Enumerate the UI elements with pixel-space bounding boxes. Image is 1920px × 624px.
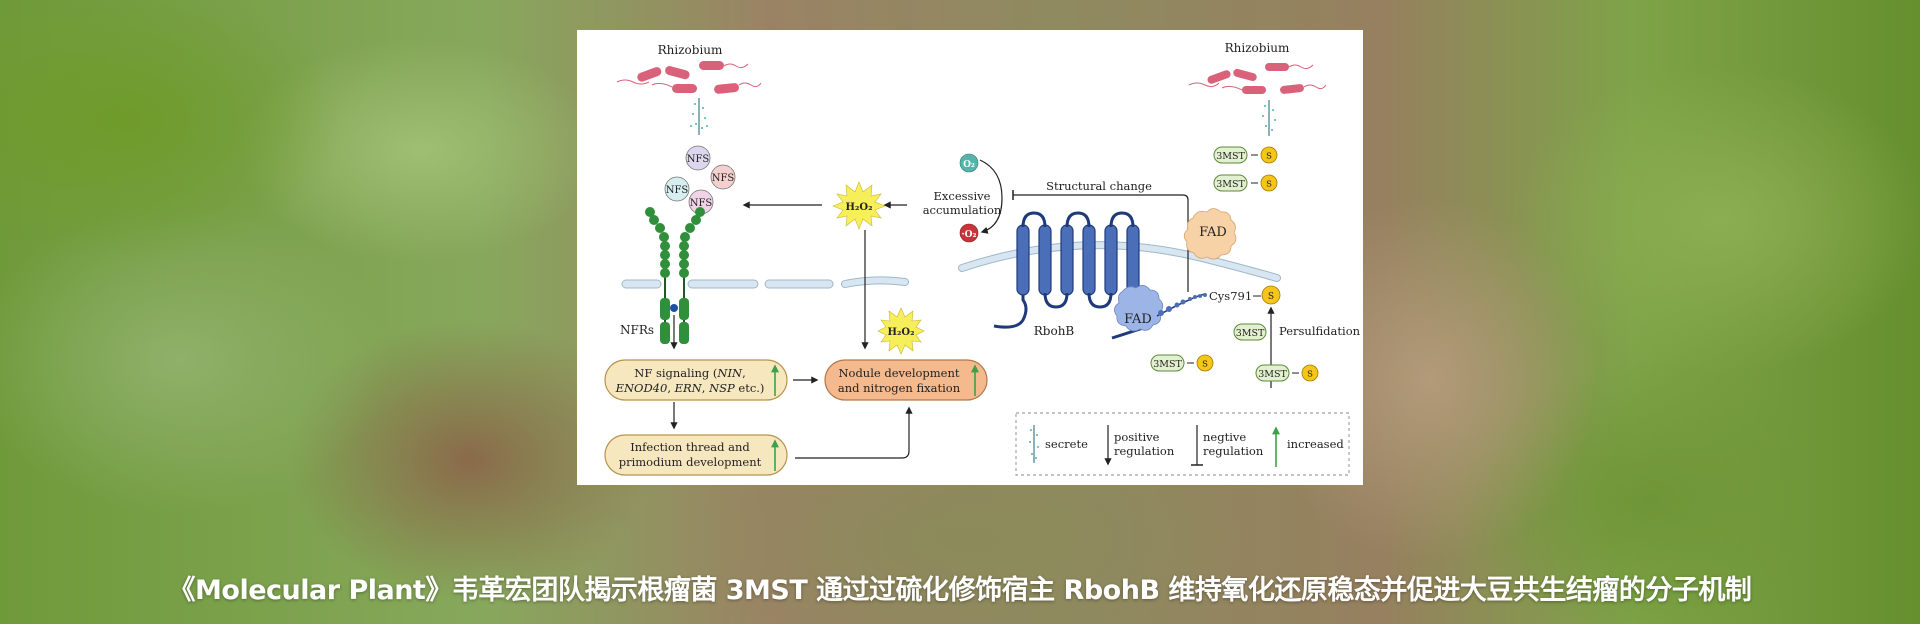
cell-membrane	[621, 241, 1281, 289]
fad-free: FAD	[1183, 208, 1237, 260]
svg-text:positive: positive	[1114, 430, 1160, 444]
rhizobium-label-left: Rhizobium	[658, 43, 723, 57]
svg-text:FAD: FAD	[1124, 312, 1152, 327]
cys791-label: Cys791	[1209, 289, 1252, 303]
mst-s-pair: 3MST S	[1213, 174, 1278, 192]
secrete-icon-right	[1262, 100, 1276, 136]
svg-text:ENOD40, ERN, NSP etc.): ENOD40, ERN, NSP etc.)	[615, 381, 765, 395]
svg-text:S: S	[1268, 292, 1274, 302]
svg-text:FAD: FAD	[1199, 225, 1227, 240]
nfs-molecules: NFS NFS NFS NFS	[664, 145, 736, 215]
infection-thread-box: Infection thread and primodium developme…	[604, 434, 788, 476]
mst-free: 3MST	[1233, 323, 1267, 341]
legend-secrete-icon	[1029, 425, 1039, 463]
svg-text:S: S	[1307, 370, 1313, 380]
svg-text:3MST: 3MST	[1236, 328, 1265, 339]
legend-secrete: secrete	[1045, 437, 1088, 451]
nf-signaling-box: NF signaling (NIN, ENOD40, ERN, NSP etc.…	[604, 359, 788, 401]
fad-bound: FAD	[1114, 285, 1164, 332]
svg-text:and nitrogen fixation: and nitrogen fixation	[838, 381, 961, 395]
nfs-label: NFS	[690, 198, 713, 209]
superoxide-molecule: ·O₂	[959, 223, 979, 243]
svg-text:accumulation: accumulation	[923, 203, 1002, 217]
h2o2-burst-lower: H₂O₂	[877, 307, 925, 355]
rbohb-label: RbohB	[1034, 324, 1075, 338]
svg-text:H₂O₂: H₂O₂	[888, 327, 915, 338]
svg-text:regulation: regulation	[1114, 444, 1175, 458]
svg-text:S: S	[1202, 360, 1208, 370]
o2-molecule: O₂	[959, 153, 979, 173]
rbohb-protein	[993, 211, 1153, 340]
mst-s-pair: 3MST S	[1255, 364, 1319, 382]
svg-text:S: S	[1266, 180, 1272, 190]
nfs-label: NFS	[666, 185, 689, 196]
svg-text:Nodule development: Nodule development	[838, 366, 959, 380]
article-title-caption: 《Molecular Plant》韦革宏团队揭示根瘤菌 3MST 通过过硫化修饰…	[168, 575, 1752, 606]
nodule-development-box: Nodule development and nitrogen fixation	[824, 359, 988, 401]
structural-change-label: Structural change	[1046, 179, 1152, 193]
mst-s-pair: 3MST S	[1213, 146, 1278, 164]
rhizobium-label-right: Rhizobium	[1225, 41, 1290, 55]
svg-text:S: S	[1266, 152, 1272, 162]
arrow-o2-to-superoxide	[979, 159, 1003, 234]
arrow-infection-to-nodule	[795, 406, 913, 459]
svg-text:primodium development: primodium development	[619, 455, 762, 469]
svg-text:negtive: negtive	[1203, 430, 1246, 444]
svg-text:3MST: 3MST	[1216, 151, 1245, 162]
nfr-receptors	[645, 207, 705, 344]
svg-text:regulation: regulation	[1203, 444, 1264, 458]
svg-text:H₂O₂: H₂O₂	[846, 202, 873, 213]
diagram-panel: Rhizobium NFS NFS NFS NFS	[577, 30, 1363, 485]
rhizobium-bacteria-left	[616, 61, 762, 94]
svg-text:NF signaling (NIN,: NF signaling (NIN,	[634, 366, 746, 380]
nfs-label: NFS	[712, 173, 735, 184]
nfs-label: NFS	[687, 154, 710, 165]
svg-text:3MST: 3MST	[1153, 359, 1182, 370]
svg-text:O₂: O₂	[963, 160, 975, 170]
svg-text:3MST: 3MST	[1258, 369, 1287, 380]
inhibition-structural-change	[1013, 194, 1189, 292]
svg-text:Excessive: Excessive	[934, 189, 991, 203]
legend: secrete positive regulation negtive regu…	[1015, 412, 1350, 476]
rhizobium-bacteria-right	[1188, 63, 1327, 94]
cys-chain	[1156, 293, 1207, 317]
mechanism-diagram: Rhizobium NFS NFS NFS NFS	[604, 41, 1361, 476]
nfrs-label: NFRs	[620, 323, 654, 337]
svg-text:Infection thread and: Infection thread and	[630, 440, 750, 454]
svg-text:3MST: 3MST	[1216, 179, 1245, 190]
svg-text:increased: increased	[1287, 437, 1344, 451]
mst-s-pair: 3MST S	[1150, 354, 1214, 372]
persulfidation-label: Persulfidation	[1279, 324, 1361, 338]
sulfur-cys: S	[1261, 285, 1281, 305]
h2o2-burst-top: H₂O₂	[832, 181, 886, 230]
secrete-icon-left	[690, 98, 708, 135]
svg-text:·O₂: ·O₂	[962, 230, 977, 240]
